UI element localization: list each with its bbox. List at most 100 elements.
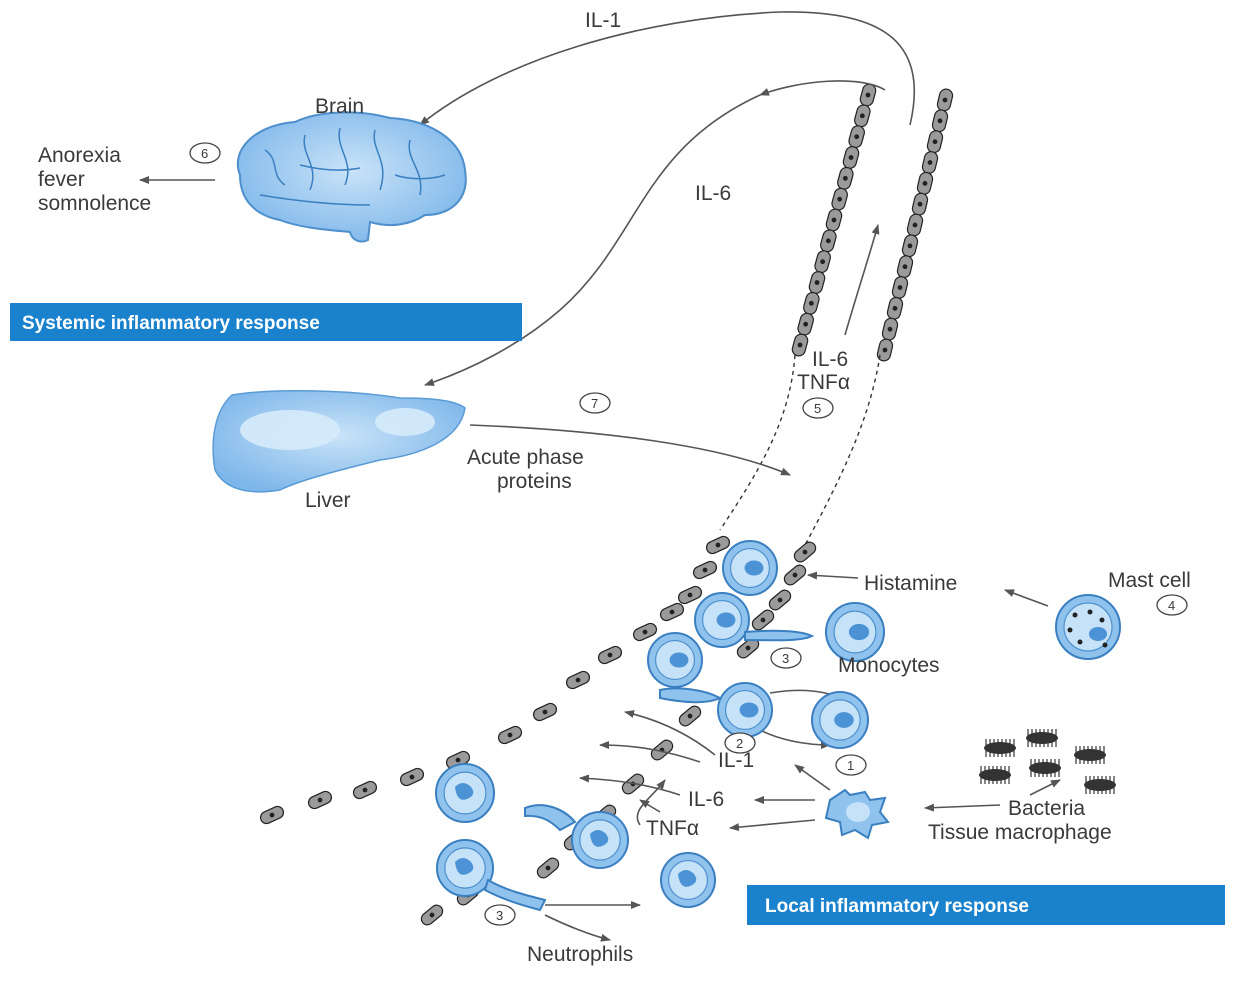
monocyte-cell <box>717 682 773 738</box>
monocyte-cell <box>694 592 750 648</box>
marker-7: 7 <box>579 392 611 414</box>
endothelial-right-cell <box>886 296 904 320</box>
endothelial-lower-left-cell <box>692 560 718 580</box>
liver-label: Liver <box>305 489 351 512</box>
neutrophil-cell <box>660 852 716 908</box>
acute-phase-label: Acute phase <box>467 446 584 469</box>
il6-fan-arrow <box>579 774 681 796</box>
vessel-left-wall <box>791 83 877 357</box>
endothelial-lower-right-cell <box>420 904 444 926</box>
endothelial-lower-left-cell <box>632 622 658 642</box>
il6-brain-arrow <box>759 80 886 96</box>
marker-3-neutrophils: 3 <box>484 904 516 926</box>
bacteria-label: Bacteria <box>1008 797 1085 820</box>
monocyte-cell <box>647 632 703 688</box>
bacteria-arrow-up <box>1029 779 1061 796</box>
il6-vessel-label: IL-6 <box>812 348 848 371</box>
endothelial-left-cell <box>814 250 831 274</box>
endothelial-lower-left-cell <box>677 585 703 605</box>
proteins-label: proteins <box>497 470 572 493</box>
brain-icon <box>236 111 467 243</box>
acute-phase-arrow <box>469 424 791 476</box>
endothelial-lower-right-cell <box>536 857 560 879</box>
bacteria-icon <box>979 729 1116 794</box>
neutrophils-label: Neutrophils <box>527 943 633 966</box>
endothelial-lower-left-cell <box>565 670 591 690</box>
macrophage-il1-arrow <box>794 764 831 791</box>
svg-text:5: 5 <box>814 401 821 416</box>
svg-text:2: 2 <box>736 736 743 751</box>
endothelial-lower-left-cell <box>497 725 523 745</box>
svg-text:7: 7 <box>591 396 598 411</box>
monocyte-cell <box>825 602 885 662</box>
il1-fan-arrow-1 <box>624 710 716 756</box>
endothelial-left-cell <box>820 229 837 253</box>
neutrophil-cell <box>435 763 495 823</box>
neutrophil-pseudopod <box>483 878 547 912</box>
endothelial-right-cell <box>876 338 894 362</box>
endothelial-lower-left-cell <box>597 645 623 665</box>
endothelial-right-cell <box>896 255 914 279</box>
endothelial-left-cell <box>831 187 848 211</box>
endothelial-lower-right-cell <box>783 564 807 586</box>
endothelial-lower-right-cell <box>751 609 775 631</box>
il6-mid-label: IL-6 <box>695 182 731 205</box>
endothelial-right-cell <box>901 234 919 258</box>
endothelial-lower-left-cell <box>659 602 685 622</box>
endothelial-lower-right-cell <box>768 589 792 611</box>
endothelial-right-cell <box>881 317 899 341</box>
il1-local-label: IL-1 <box>718 749 754 772</box>
anorexia-label: Anorexia <box>38 144 121 167</box>
neutrophil-cell <box>571 811 629 869</box>
somnolence-label: somnolence <box>38 192 151 215</box>
svg-text:6: 6 <box>201 146 208 161</box>
monocyte-pseudopod <box>744 629 815 642</box>
marker-4: 4 <box>1156 594 1188 616</box>
marker-6: 6 <box>189 142 221 164</box>
endothelial-left-cell <box>854 104 871 128</box>
il1-top-label: IL-1 <box>585 9 621 32</box>
fever-label: fever <box>38 168 85 191</box>
systemic-banner-text: Systemic inflammatory response <box>22 313 320 334</box>
monocyte-pseudopod <box>659 687 723 704</box>
endothelial-lower-left-cell <box>399 767 425 787</box>
svg-text:3: 3 <box>782 651 789 666</box>
endothelial-lower-right-cell <box>678 705 702 727</box>
bacterium <box>1074 746 1106 764</box>
marker-2: 2 <box>724 732 756 754</box>
cells-group <box>435 540 885 912</box>
brain-label: Brain <box>315 95 364 118</box>
il6-local-label: IL-6 <box>688 788 724 811</box>
endothelial-left-cell <box>791 333 809 357</box>
endothelial-lower-right-cell <box>793 541 817 563</box>
endothelial-right-cell <box>921 151 939 174</box>
il1-fan-arrow-2 <box>599 741 701 763</box>
bacteria-to-macrophage-arrow <box>924 803 1001 812</box>
histamine-label: Histamine <box>864 572 957 595</box>
tnf-vessel-label: TNFα <box>797 371 850 394</box>
svg-text:3: 3 <box>496 908 503 923</box>
svg-text:4: 4 <box>1168 598 1175 613</box>
endothelial-lower-left-cell <box>259 805 285 825</box>
endothelial-left-cell <box>859 83 877 107</box>
bacterium <box>1029 759 1061 777</box>
vessel-flow-arrow <box>844 224 880 336</box>
vessel-right-wall <box>876 88 954 362</box>
mast-cell-label: Mast cell <box>1108 569 1191 592</box>
neutrophil-migration-arrow-2 <box>544 914 611 942</box>
monocyte-migration-arrow-2 <box>759 729 831 749</box>
endothelial-left-cell <box>848 125 865 149</box>
endothelial-left-cell <box>797 312 814 336</box>
vessel-dashed-left <box>719 354 796 531</box>
macrophage-tnf-arrow <box>729 819 816 832</box>
tissue-macrophage-label: Tissue macrophage <box>928 821 1112 844</box>
il6-liver-arrow <box>424 94 761 386</box>
monocytes-label: Monocytes <box>838 654 940 677</box>
bacterium <box>984 739 1016 757</box>
monocyte-cell <box>722 540 778 596</box>
bacterium <box>1026 729 1058 747</box>
tnf-local-label: TNFα <box>646 817 699 840</box>
endothelial-left-cell <box>808 271 826 294</box>
vessel-dashed-right <box>804 354 881 546</box>
